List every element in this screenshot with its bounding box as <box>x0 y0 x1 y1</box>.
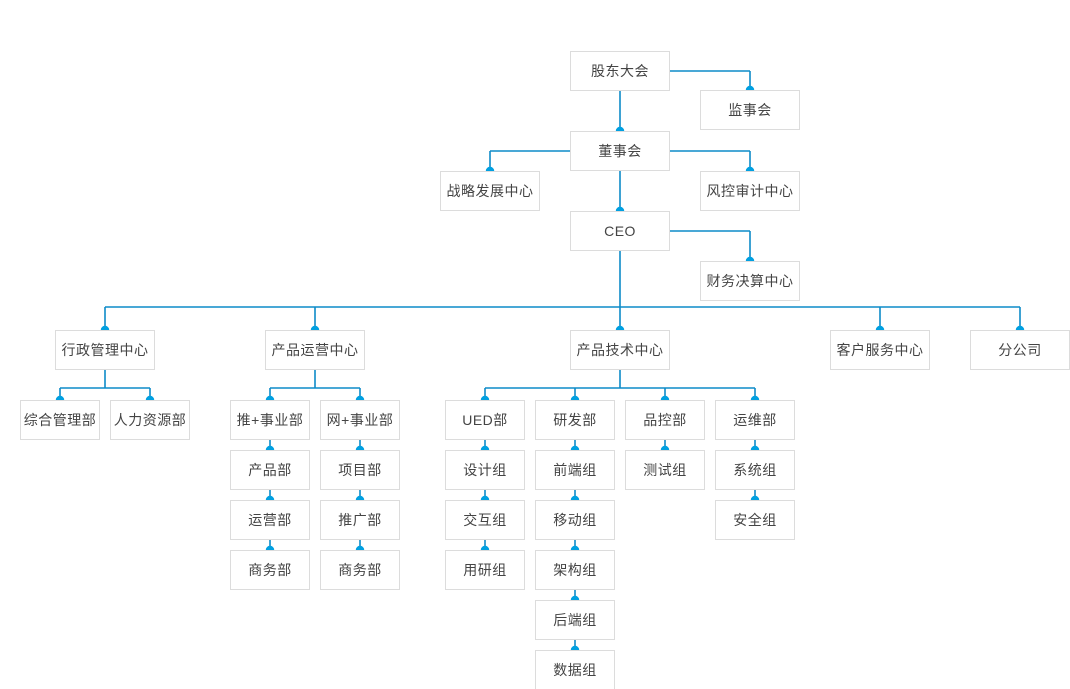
org-node[interactable]: 研发部 <box>535 400 615 440</box>
org-node[interactable]: 架构组 <box>535 550 615 590</box>
org-node-label: 商务部 <box>338 562 382 578</box>
org-node[interactable]: 客户服务中心 <box>830 330 930 370</box>
org-node[interactable]: 交互组 <box>445 500 525 540</box>
org-node[interactable]: 数据组 <box>535 650 615 689</box>
org-node[interactable]: 后端组 <box>535 600 615 640</box>
org-node[interactable]: 项目部 <box>320 450 400 490</box>
org-node-label: 综合管理部 <box>23 412 97 428</box>
org-node-label: 行政管理中心 <box>61 342 149 358</box>
org-node[interactable]: 商务部 <box>230 550 310 590</box>
org-node-label: UED部 <box>462 412 508 428</box>
org-node-label: 安全组 <box>733 512 777 528</box>
org-node-label: 监事会 <box>728 102 772 118</box>
org-node[interactable]: 分公司 <box>970 330 1070 370</box>
org-node[interactable]: CEO <box>570 211 670 251</box>
org-node-label: 商务部 <box>248 562 292 578</box>
org-node-label: 运营部 <box>248 512 292 528</box>
org-node[interactable]: 人力资源部 <box>110 400 190 440</box>
org-node[interactable]: 风控审计中心 <box>700 171 800 211</box>
org-node-label: 网+事业部 <box>326 412 394 428</box>
org-node[interactable]: 网+事业部 <box>320 400 400 440</box>
org-node-label: 研发部 <box>553 412 597 428</box>
org-node[interactable]: 用研组 <box>445 550 525 590</box>
org-node-label: 分公司 <box>998 342 1042 358</box>
org-node-label: 架构组 <box>553 562 597 578</box>
org-node[interactable]: 前端组 <box>535 450 615 490</box>
org-node[interactable]: 品控部 <box>625 400 705 440</box>
org-node-label: 前端组 <box>553 462 597 478</box>
org-node-label: 用研组 <box>463 562 507 578</box>
org-node[interactable]: 推+事业部 <box>230 400 310 440</box>
org-node-label: 项目部 <box>338 462 382 478</box>
org-node-label: 推+事业部 <box>236 412 304 428</box>
org-node[interactable]: 安全组 <box>715 500 795 540</box>
org-node[interactable]: 产品技术中心 <box>570 330 670 370</box>
org-node-label: 运维部 <box>733 412 777 428</box>
org-node[interactable]: 推广部 <box>320 500 400 540</box>
org-node[interactable]: 测试组 <box>625 450 705 490</box>
org-node[interactable]: 产品运营中心 <box>265 330 365 370</box>
org-node[interactable]: 运营部 <box>230 500 310 540</box>
org-node-label: 推广部 <box>338 512 382 528</box>
org-node-label: 战略发展中心 <box>446 183 534 199</box>
org-node[interactable]: 设计组 <box>445 450 525 490</box>
org-node[interactable]: 商务部 <box>320 550 400 590</box>
org-node-label: 产品运营中心 <box>271 342 359 358</box>
org-node[interactable]: 董事会 <box>570 131 670 171</box>
org-node-label: 客户服务中心 <box>836 342 924 358</box>
org-node[interactable]: 财务决算中心 <box>700 261 800 301</box>
org-node-label: 品控部 <box>643 412 687 428</box>
org-node-label: 董事会 <box>598 143 642 159</box>
org-node-label: 财务决算中心 <box>706 273 794 289</box>
org-node-label: 人力资源部 <box>113 412 187 428</box>
org-node[interactable]: 运维部 <box>715 400 795 440</box>
org-node[interactable]: 股东大会 <box>570 51 670 91</box>
org-node-label: 测试组 <box>643 462 687 478</box>
org-node[interactable]: 系统组 <box>715 450 795 490</box>
org-node-label: 数据组 <box>553 662 597 678</box>
org-node-label: 后端组 <box>553 612 597 628</box>
org-node-label: 移动组 <box>553 512 597 528</box>
org-node[interactable]: 综合管理部 <box>20 400 100 440</box>
org-node-label: 系统组 <box>733 462 777 478</box>
org-node[interactable]: 移动组 <box>535 500 615 540</box>
org-node[interactable]: 产品部 <box>230 450 310 490</box>
org-node-label: 产品部 <box>248 462 292 478</box>
org-node[interactable]: UED部 <box>445 400 525 440</box>
org-node[interactable]: 行政管理中心 <box>55 330 155 370</box>
org-node-label: 设计组 <box>463 462 507 478</box>
org-node-label: CEO <box>604 223 636 239</box>
org-node-label: 产品技术中心 <box>576 342 664 358</box>
org-node-label: 股东大会 <box>591 63 649 79</box>
org-node[interactable]: 监事会 <box>700 90 800 130</box>
org-node-label: 风控审计中心 <box>706 183 794 199</box>
org-node[interactable]: 战略发展中心 <box>440 171 540 211</box>
org-node-label: 交互组 <box>463 512 507 528</box>
